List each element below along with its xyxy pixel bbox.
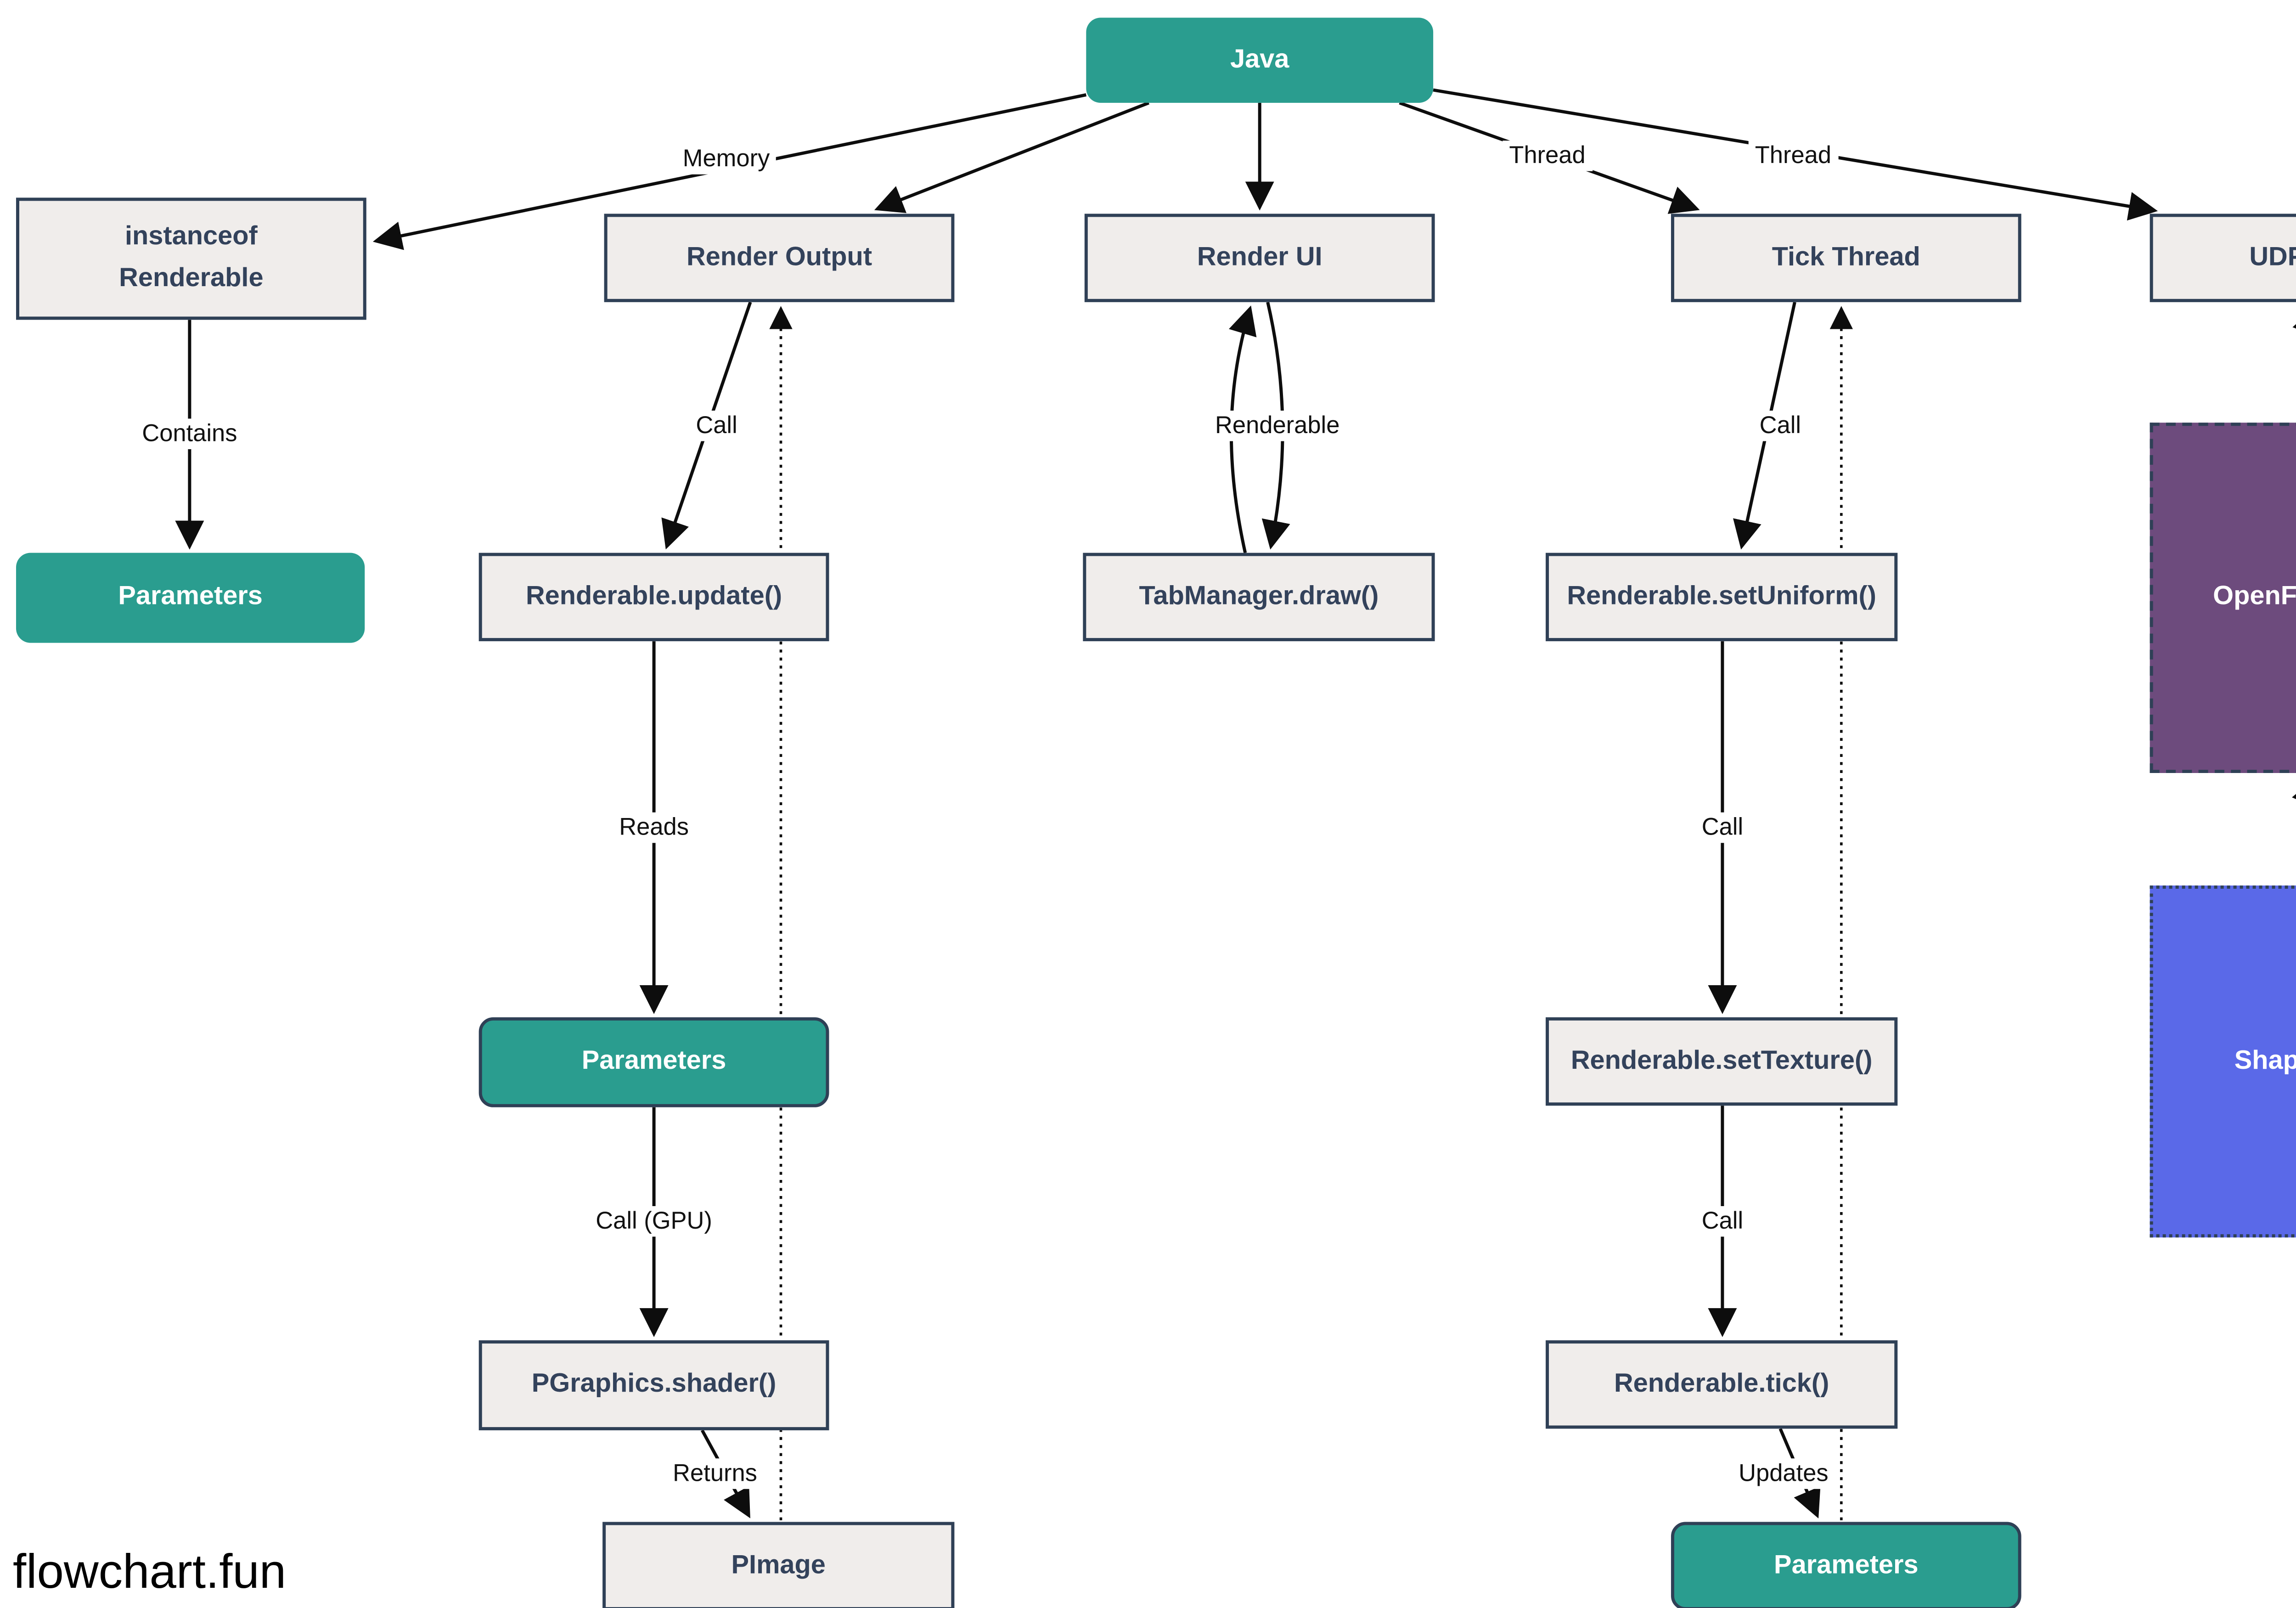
edge-label-thread-tick: Thread — [1503, 141, 1592, 171]
node-renderable-update[interactable]: Renderable.update() — [478, 553, 829, 642]
node-parameters-middle[interactable]: Parameters — [478, 1017, 829, 1107]
node-parameters-left[interactable]: Parameters — [16, 553, 365, 643]
node-pimage[interactable]: PImage — [602, 1522, 955, 1608]
flowchart-fun-watermark: flowchart.fun — [12, 1546, 287, 1599]
node-instanceof-renderable[interactable]: instanceof Renderable — [16, 197, 366, 320]
node-parameters-middle-label: Parameters — [581, 1046, 726, 1076]
node-renderable-setuniform[interactable]: Renderable.setUniform() — [1546, 553, 1898, 642]
edge-java-render-output — [874, 101, 1150, 213]
node-render-ui-label: Render UI — [1197, 242, 1322, 271]
edge-label-call-gpu: Call (GPU) — [589, 1206, 719, 1237]
node-java[interactable]: Java — [1086, 17, 1434, 103]
edge-label-updates: Updates — [1732, 1458, 1835, 1489]
node-udp-thread-label: UDP Thread — [2249, 242, 2296, 271]
edge-label-renderable: Renderable — [1209, 410, 1346, 441]
edge-label-thread-udp: Thread — [1748, 141, 1838, 171]
node-renderable-settexture-label: Renderable.setTexture() — [1570, 1045, 1873, 1075]
node-renderable-tick[interactable]: Renderable.tick() — [1546, 1340, 1898, 1429]
node-pgraphics-shader-label: PGraphics.shader() — [531, 1369, 777, 1399]
node-render-output-label: Render Output — [686, 242, 872, 271]
node-renderable-settexture[interactable]: Renderable.setTexture() — [1546, 1017, 1898, 1106]
node-pimage-label: PImage — [731, 1550, 826, 1580]
node-renderable-setuniform-label: Renderable.setUniform() — [1567, 581, 1877, 610]
edge-label-memory: Memory — [676, 144, 777, 175]
node-parameters-bottom-label: Parameters — [1774, 1550, 1919, 1580]
node-tabmanager-draw-label: TabManager.draw() — [1139, 581, 1379, 610]
node-openframeworks-label: OpenFrameworks — [2213, 582, 2296, 611]
node-tick-thread-label: Tick Thread — [1772, 242, 1920, 271]
edge-label-returns: Returns — [666, 1458, 764, 1489]
node-render-output[interactable]: Render Output — [604, 214, 955, 302]
node-udp-thread[interactable]: UDP Thread — [2150, 214, 2296, 302]
node-render-ui[interactable]: Render UI — [1084, 214, 1435, 302]
node-parameters-bottom[interactable]: Parameters — [1671, 1522, 2021, 1608]
edge-label-call-update: Call — [689, 410, 744, 441]
node-openframeworks[interactable]: OpenFrameworks — [2150, 423, 2296, 773]
edge-label-call-settexture: Call — [1695, 812, 1750, 843]
edge-label-reads: Reads — [613, 812, 695, 843]
edge-label-call-tick: Call — [1695, 1206, 1750, 1237]
node-java-label: Java — [1230, 44, 1289, 73]
node-pgraphics-shader[interactable]: PGraphics.shader() — [478, 1340, 829, 1431]
node-tabmanager-draw[interactable]: TabManager.draw() — [1083, 553, 1435, 642]
edge-label-contains: Contains — [135, 418, 244, 449]
node-instanceof-renderable-label: instanceof Renderable — [119, 222, 264, 293]
node-renderable-update-label: Renderable.update() — [525, 581, 782, 610]
node-renderable-tick-label: Renderable.tick() — [1614, 1369, 1829, 1398]
node-tick-thread[interactable]: Tick Thread — [1671, 214, 2021, 302]
node-shape-display-label: Shape Display — [2234, 1045, 2296, 1075]
node-parameters-left-label: Parameters — [118, 582, 263, 611]
node-shape-display[interactable]: Shape Display — [2150, 885, 2296, 1238]
edge-label-call-setuniform: Call — [1753, 410, 1808, 441]
